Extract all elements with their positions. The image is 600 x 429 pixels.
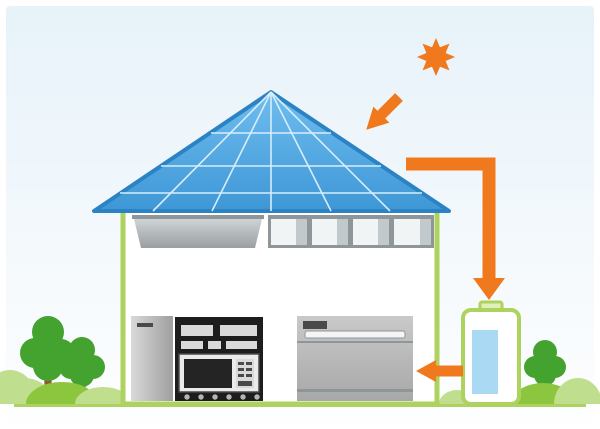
dishwasher-door-seam — [297, 341, 413, 343]
knob-strip — [175, 393, 263, 401]
sun-core — [426, 47, 446, 67]
solar-panel-roof — [92, 90, 451, 213]
refrigerator-body — [131, 316, 173, 401]
arrow-sun-to-roof-icon — [366, 93, 403, 130]
house — [120, 207, 440, 407]
dishwasher-kick-line — [297, 389, 413, 392]
refrigerator-handle — [137, 323, 153, 327]
solar-panel-grid — [120, 91, 422, 212]
second-floor-windows — [268, 215, 434, 248]
tree-canopy — [524, 340, 566, 386]
microwave-door — [184, 359, 232, 388]
refrigerator — [131, 316, 173, 401]
oven-display-panels — [181, 325, 257, 349]
dishwasher-body — [297, 316, 413, 401]
vent-hood-top — [132, 215, 264, 219]
tree-right — [524, 340, 566, 403]
window-pane-shadows — [296, 219, 431, 245]
battery-charge-cell — [472, 330, 498, 394]
dishwasher — [297, 316, 413, 401]
tree-canopy — [59, 337, 105, 387]
arrow-battery-to-appliances-icon — [416, 360, 463, 382]
bush — [554, 378, 600, 404]
bushes-left — [0, 370, 131, 404]
microwave-buttons — [238, 362, 252, 386]
microwave-control-panel — [236, 359, 254, 388]
arrow-roof-to-battery-icon — [406, 157, 505, 300]
dishwasher-handle-slot — [304, 330, 406, 339]
tree-left-small — [59, 337, 105, 403]
bush — [75, 387, 131, 404]
range-hood-vent — [134, 219, 262, 248]
sun-icon — [417, 38, 455, 76]
microwave — [178, 353, 260, 393]
first-floor-appliances — [131, 316, 413, 401]
built-in-oven-unit — [175, 317, 263, 401]
dishwasher-control — [303, 321, 327, 329]
control-knobs — [184, 394, 260, 400]
second-floor — [132, 215, 434, 248]
storage-battery — [461, 300, 521, 406]
